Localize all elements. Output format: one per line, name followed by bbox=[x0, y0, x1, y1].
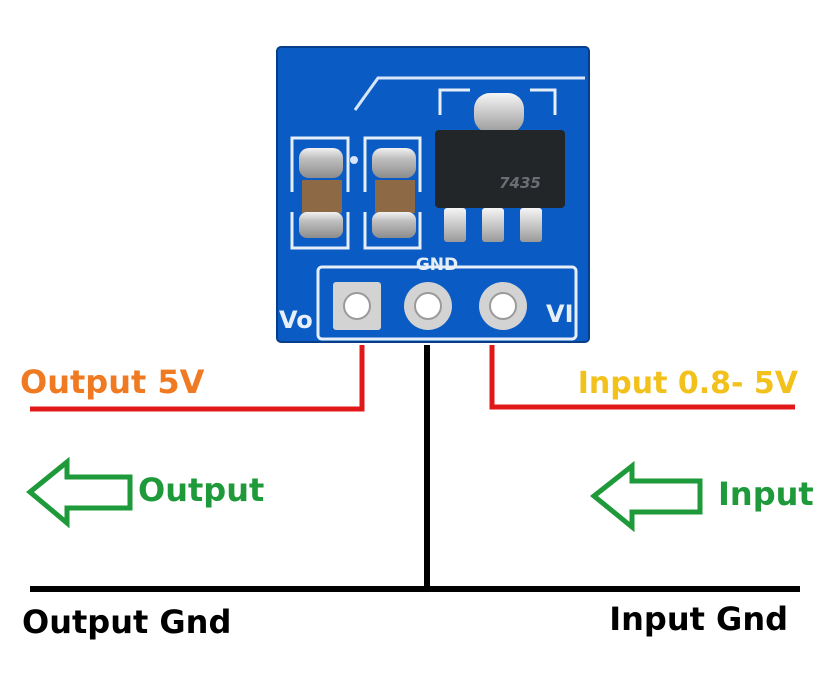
pcb-board: 7435 GND Vo VI bbox=[276, 46, 590, 343]
header-outline bbox=[316, 265, 578, 341]
pad-input bbox=[479, 282, 527, 330]
input-arrow-label: Input bbox=[718, 475, 814, 513]
output-voltage-label: Output 5V bbox=[20, 363, 205, 401]
output-arrow-label: Output bbox=[138, 471, 264, 509]
pad-output bbox=[333, 282, 381, 330]
capacitor-right bbox=[363, 136, 422, 250]
output-wire bbox=[30, 345, 365, 412]
input-wire bbox=[489, 345, 795, 410]
silkscreen-outline bbox=[353, 76, 585, 111]
output-gnd-label: Output Gnd bbox=[22, 603, 231, 641]
input-gnd-label: Input Gnd bbox=[609, 600, 788, 638]
pad-gnd bbox=[404, 282, 452, 330]
gnd-silk-label: GND bbox=[416, 255, 458, 275]
vo-silk-label: Vo bbox=[279, 306, 313, 334]
output-arrow-icon bbox=[26, 456, 133, 529]
input-voltage-label: Input 0.8- 5V bbox=[578, 366, 799, 401]
chip-marking: 7435 bbox=[499, 174, 541, 192]
vi-silk-label: VI bbox=[546, 300, 574, 328]
input-arrow-icon bbox=[590, 460, 703, 533]
regulator-chip: 7435 bbox=[435, 88, 565, 242]
capacitor-left bbox=[290, 136, 358, 250]
